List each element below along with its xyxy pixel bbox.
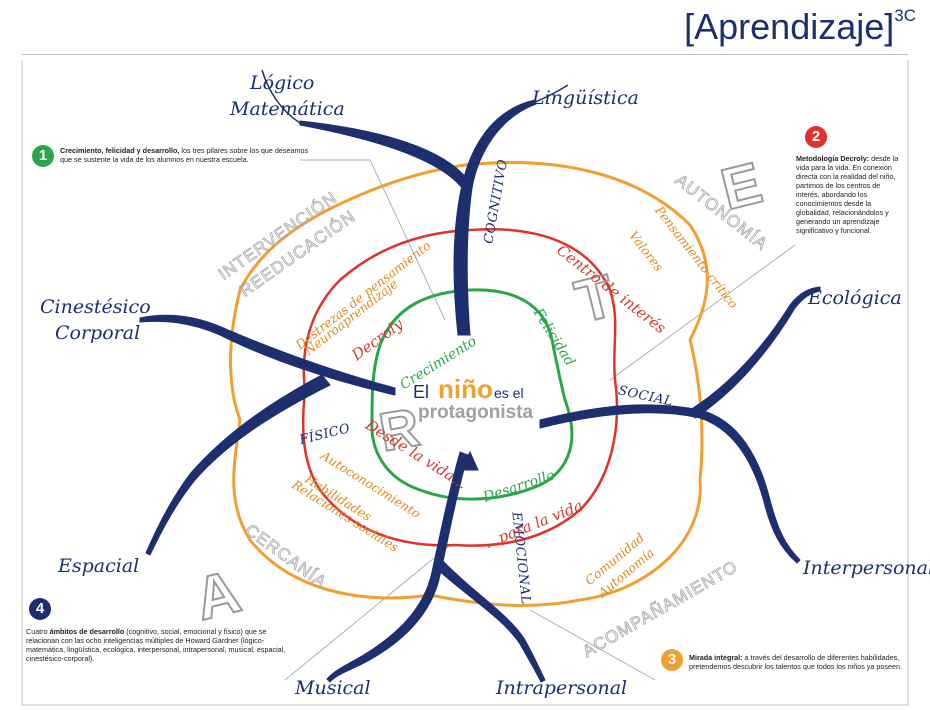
note1-text: Crecimiento, felicidad y desarrollo, los… [60, 146, 309, 164]
orange-ring [229, 161, 709, 607]
branch-cinestesico-2: Corporal [55, 322, 140, 344]
center-protagonista: protagonista [418, 402, 533, 423]
red-para: ...para la vida [482, 496, 585, 552]
branch-intrapersonal: Intrapersonal [495, 677, 627, 699]
orange-pensamiento-2: Valores [626, 228, 667, 274]
area-cognitivo: COGNITIVO [481, 158, 511, 245]
note3-badge: 3 [661, 649, 683, 671]
header-divider [22, 54, 908, 55]
page-title: [Aprendizaje]3C [684, 6, 916, 47]
orange-destrezas-1: Destrezas de pensamiento [292, 238, 434, 353]
center-es-el: es el [494, 385, 524, 401]
center-el: El [413, 382, 429, 402]
green-felicidad: Felicidad [529, 305, 577, 369]
center-nino: niño [438, 374, 493, 404]
green-desarrollo: Desarrollo [480, 468, 557, 506]
green-ring [370, 288, 574, 501]
note2-badge: 2 [805, 126, 827, 148]
center-logo: El niño es el protagonista [413, 374, 533, 423]
note4-text: Cuatro ámbitos de desarrollo (cognitivo,… [26, 627, 286, 663]
branch-ecologica: Ecológica [807, 287, 902, 309]
area-fisico: FÍSICO [297, 420, 352, 448]
branch-linguistica: Lingüística [531, 87, 639, 109]
red-ring [301, 228, 619, 547]
branch-musical: Musical [294, 677, 371, 699]
branch-logico-2: Matemática [229, 98, 345, 120]
note4-badge: 4 [29, 598, 51, 620]
note1-badge: 1 [32, 145, 54, 167]
branch-cinestesico-1: Cinestésico [40, 296, 151, 318]
note2-text: Metodología Decroly: desde la vida para … [796, 154, 899, 235]
letter-a: A [188, 557, 246, 632]
outer-cercania: CERCANÍA [242, 520, 331, 592]
branch-interpersonal: Interpersonal [802, 557, 930, 579]
branch-logico-1: Lógico [249, 72, 314, 94]
navy-branches [139, 69, 821, 683]
note3-text: Mirada integral: a través del desarrollo… [689, 653, 902, 671]
branch-espacial: Espacial [57, 555, 139, 577]
